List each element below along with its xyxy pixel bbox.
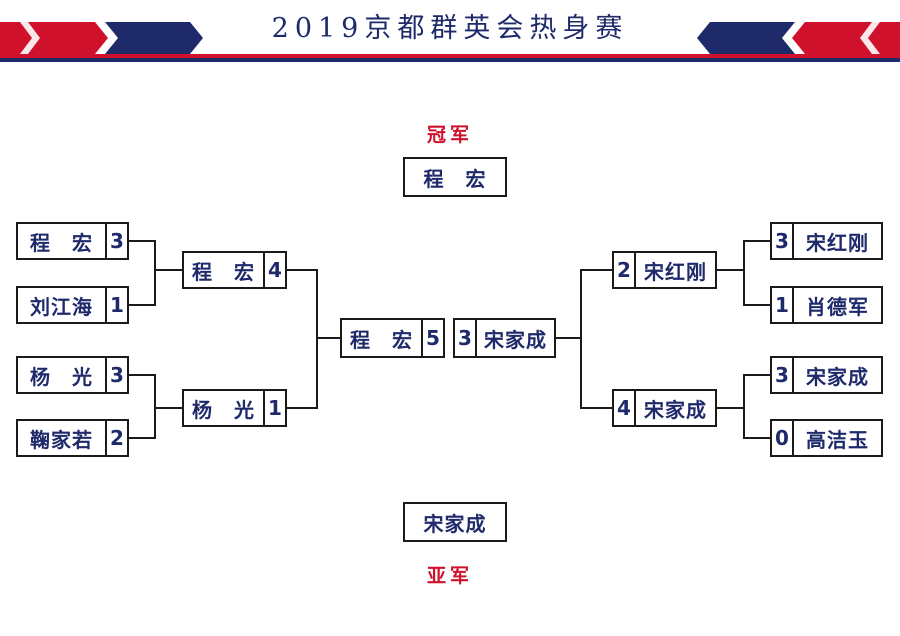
right-navy-chevron — [697, 22, 795, 54]
runner-up-name: 宋家成 — [423, 511, 487, 536]
player-name: 宋红刚 — [806, 230, 869, 255]
right-white-stripe — [860, 22, 880, 54]
player-score: 3 — [455, 320, 477, 356]
header-navy-stripe — [0, 58, 900, 62]
player-score: 2 — [614, 253, 636, 287]
header-red-stripe — [0, 54, 900, 58]
bracket-line-left-r1-bottom — [129, 374, 156, 439]
left-r2-entry-1: 程 宏 4 — [182, 251, 287, 289]
player-name: 宋红刚 — [644, 259, 707, 284]
right-r1-entry-2: 1 肖德军 — [770, 286, 883, 324]
banner-decoration — [0, 22, 900, 62]
champion-box: 程 宏 — [403, 157, 507, 197]
bracket-line-right-r1-bottom — [743, 374, 770, 439]
left-r1-entry-4: 鞠家若 2 — [16, 419, 129, 457]
left-r2-entry-2: 杨 光 1 — [182, 389, 287, 427]
final-right-entry: 3 宋家成 — [453, 318, 556, 358]
left-r1-entry-3: 杨 光 3 — [16, 356, 129, 394]
player-name: 宋家成 — [806, 364, 869, 389]
player-score: 3 — [105, 358, 127, 392]
final-left-entry: 程 宏 5 — [340, 318, 445, 358]
player-score: 4 — [263, 253, 285, 287]
right-r2-entry-1: 2 宋红刚 — [612, 251, 717, 289]
bracket-line-right-r1-top — [743, 240, 770, 306]
header-banner: 2019京都群英会热身赛 — [0, 0, 900, 70]
page-title: 2019京都群英会热身赛 — [271, 13, 629, 44]
player-name: 高洁玉 — [806, 427, 869, 452]
player-score: 0 — [772, 421, 794, 455]
right-r2-entry-2: 4 宋家成 — [612, 389, 717, 427]
bracket-line-right-r2 — [580, 269, 612, 409]
player-name: 程 宏 — [192, 259, 255, 284]
right-r1-entry-3: 3 宋家成 — [770, 356, 883, 394]
player-name: 宋家成 — [484, 327, 547, 352]
player-score: 3 — [105, 224, 127, 258]
player-score: 3 — [772, 358, 794, 392]
left-r1-entry-2: 刘江海 1 — [16, 286, 129, 324]
player-score: 5 — [421, 320, 443, 356]
player-name: 杨 光 — [30, 364, 93, 389]
left-white-stripe — [20, 22, 40, 54]
player-name: 宋家成 — [644, 397, 707, 422]
player-score: 1 — [105, 288, 127, 322]
player-score: 4 — [614, 391, 636, 425]
player-score: 1 — [772, 288, 794, 322]
player-name: 肖德军 — [806, 294, 869, 319]
player-name: 程 宏 — [30, 230, 93, 255]
player-name: 杨 光 — [192, 397, 255, 422]
player-score: 2 — [105, 421, 127, 455]
left-r1-entry-1: 程 宏 3 — [16, 222, 129, 260]
runner-up-label: 亚军 — [426, 565, 473, 587]
left-navy-chevron — [105, 22, 203, 54]
player-score: 1 — [263, 391, 285, 425]
runner-up-box: 宋家成 — [403, 502, 507, 542]
player-name: 鞠家若 — [30, 427, 93, 452]
player-name: 刘江海 — [30, 294, 93, 319]
player-score: 3 — [772, 224, 794, 258]
bracket-line-left-r1-top — [129, 240, 156, 306]
champion-label: 冠军 — [426, 124, 473, 146]
right-r1-entry-4: 0 高洁玉 — [770, 419, 883, 457]
player-name: 程 宏 — [350, 327, 413, 352]
bracket-line-left-r2 — [287, 269, 318, 409]
right-r1-entry-1: 3 宋红刚 — [770, 222, 883, 260]
champion-name: 程 宏 — [423, 166, 487, 191]
